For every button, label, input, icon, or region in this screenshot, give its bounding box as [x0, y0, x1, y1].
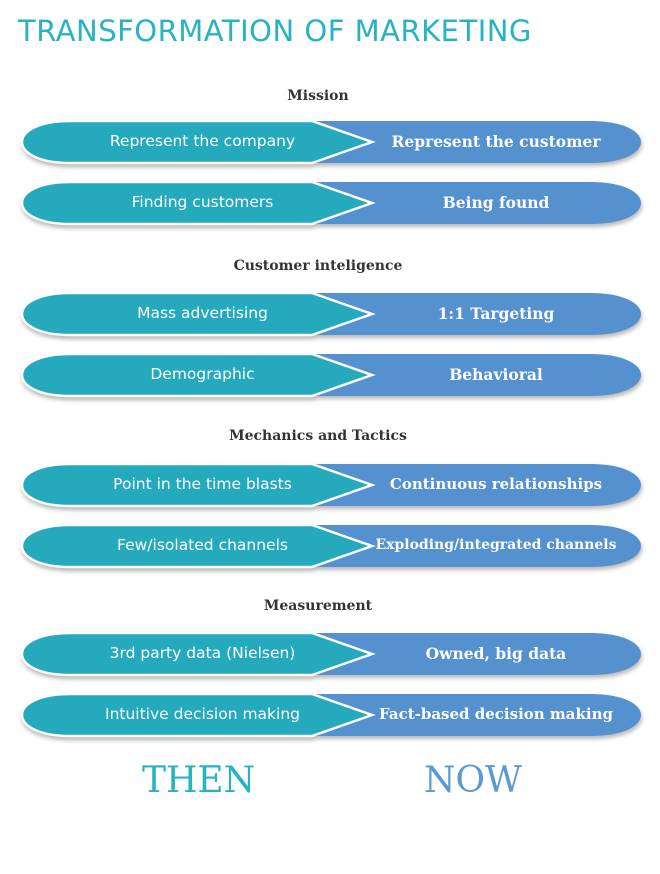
section-title-mission: Mission — [287, 88, 349, 104]
now-pill-shape — [312, 525, 641, 567]
now-label: 1:1 Targeting — [437, 303, 555, 323]
then-arrow-shape — [20, 180, 376, 226]
section-title-measurement: Measurement — [263, 598, 373, 614]
now-label: Represent the customer — [391, 131, 601, 151]
now-pill-shape — [312, 694, 641, 736]
then-arrow-shape — [20, 523, 376, 569]
arrow-shape — [20, 291, 641, 337]
section-title-customer-inteligence: Customer inteligence — [233, 258, 403, 274]
page-title: TRANSFORMATION OF MARKETING — [18, 14, 532, 48]
now-pill-shape — [312, 293, 641, 335]
then-arrow-shape — [20, 692, 376, 738]
now-label: Exploding/integrated channels — [375, 537, 617, 553]
then-arrow-shape — [20, 291, 376, 337]
now-pill-shape — [312, 121, 641, 163]
comparison-row: Few/isolated channels Exploding/integrat… — [10, 519, 646, 577]
then-label: Demographic — [150, 365, 255, 383]
then-arrow-shape — [20, 352, 376, 398]
now-column-label: NOW — [424, 760, 523, 801]
arrow-shape — [20, 631, 641, 677]
then-arrow-shape — [20, 631, 376, 677]
comparison-row: Finding customers Being found — [10, 176, 646, 234]
comparison-row: Mass advertising 1:1 Targeting — [10, 287, 646, 345]
arrow-shape — [20, 523, 641, 569]
then-label: Point in the time blasts — [113, 475, 292, 493]
then-label: Intuitive decision making — [105, 705, 300, 723]
now-label: Owned, big data — [425, 643, 567, 663]
now-label: Continuous relationships — [389, 475, 603, 493]
now-label: Behavioral — [449, 364, 543, 384]
comparison-row: Intuitive decision making Fact-based dec… — [10, 688, 646, 746]
then-label: Finding customers — [131, 193, 274, 211]
arrow-shape — [20, 180, 641, 226]
comparison-row: 3rd party data (Nielsen) Owned, big data — [10, 627, 646, 685]
comparison-row: Represent the company Represent the cust… — [10, 115, 646, 173]
then-arrow-shape — [20, 462, 376, 508]
comparison-row: Demographic Behavioral — [10, 348, 646, 406]
arrow-shape — [20, 462, 641, 508]
then-label: 3rd party data (Nielsen) — [109, 644, 296, 662]
then-column-label: THEN — [142, 760, 256, 801]
then-label: Represent the company — [109, 132, 296, 150]
comparison-row: Point in the time blasts Continuous rela… — [10, 458, 646, 516]
arrow-shape — [20, 692, 641, 738]
now-label: Being found — [442, 192, 550, 212]
now-pill-shape — [312, 464, 641, 506]
now-pill-shape — [312, 354, 641, 396]
section-title-mechanics-and-tactics: Mechanics and Tactics — [229, 428, 407, 444]
then-label: Mass advertising — [137, 304, 268, 322]
arrow-shape — [20, 119, 641, 165]
then-arrow-shape — [20, 119, 376, 165]
now-pill-shape — [312, 633, 641, 675]
now-pill-shape — [312, 182, 641, 224]
then-label: Few/isolated channels — [117, 536, 288, 554]
now-label: Fact-based decision making — [379, 705, 613, 723]
arrow-shape — [20, 352, 641, 398]
